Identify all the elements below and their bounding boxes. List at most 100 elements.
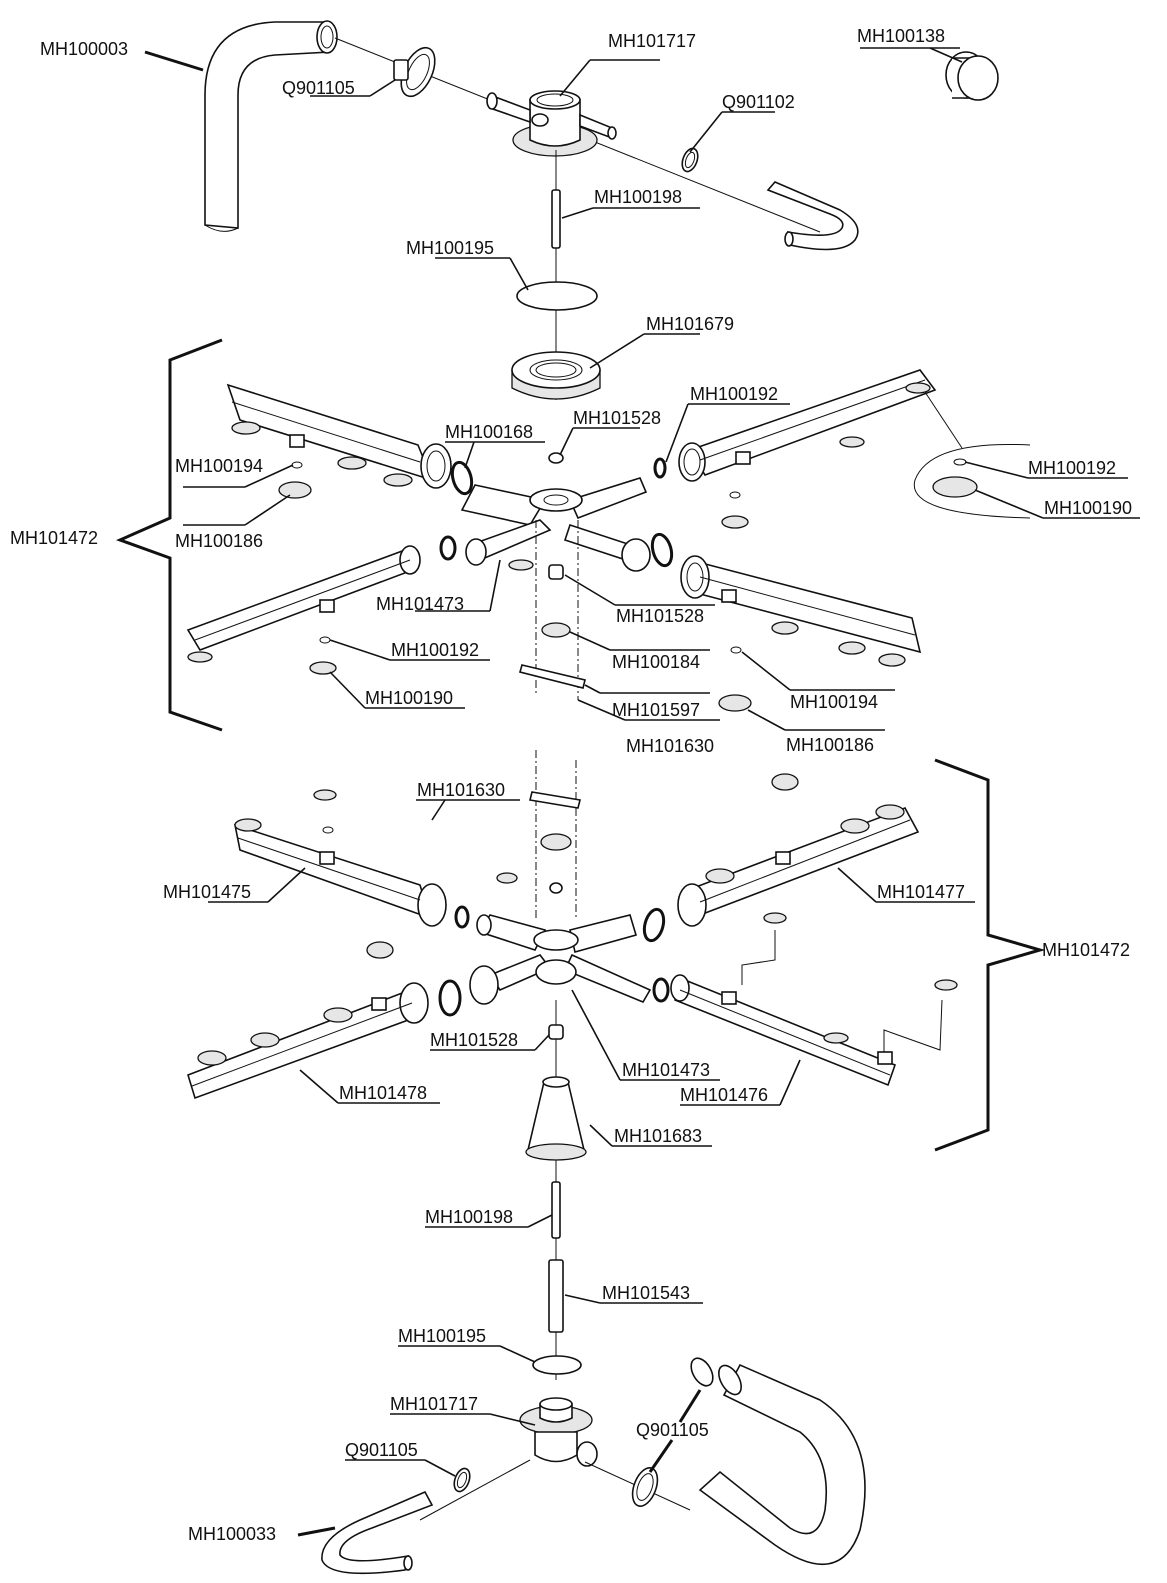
oring-lower-4 xyxy=(652,977,670,1003)
axis-line-bottom-left xyxy=(419,1459,531,1521)
label-mh100190-b: MH100190 xyxy=(365,688,453,708)
label-mh100198-bottom: MH100198 xyxy=(425,1207,513,1227)
end-cap-mh100138 xyxy=(945,51,999,101)
oring-lower-2 xyxy=(642,907,666,943)
arm-lower-right xyxy=(680,555,922,667)
label-mh101679: MH101679 xyxy=(646,314,734,334)
gasket-mh100195-top xyxy=(516,281,598,311)
label-mh100033: MH100033 xyxy=(188,1524,276,1544)
hub-upper xyxy=(460,477,651,572)
label-mh100138: MH100138 xyxy=(857,26,945,46)
arm-upper-left xyxy=(226,383,452,489)
arm-mh101476 xyxy=(670,974,897,1087)
hose-mh100033 xyxy=(321,1490,434,1575)
nozzle-upper-c xyxy=(508,559,534,571)
label-mh100195-top: MH100195 xyxy=(406,238,494,258)
leader-lower-f2 xyxy=(883,999,943,1052)
nozzle-lower-c xyxy=(496,872,518,884)
shaft-mh100198-top xyxy=(551,189,561,249)
inset-detail xyxy=(913,391,1031,519)
label-mh100168: MH100168 xyxy=(445,422,533,442)
label-q901105-mid: Q901105 xyxy=(636,1420,709,1440)
bushing-upper xyxy=(548,564,564,580)
arm-upper-right xyxy=(678,369,937,482)
label-mh100190-a: MH100190 xyxy=(1044,498,1132,518)
label-q901105-top: Q901105 xyxy=(282,78,355,98)
label-mh100192-a: MH100192 xyxy=(690,384,778,404)
label-mh100192-c: MH100192 xyxy=(391,640,479,660)
washer-lower xyxy=(549,882,563,894)
nozzle-upper-e xyxy=(718,694,752,712)
label-mh100003: MH100003 xyxy=(40,39,128,59)
tube-mh101543 xyxy=(548,1259,564,1333)
washer-top xyxy=(548,452,564,464)
label-mh100198-top: MH100198 xyxy=(594,187,682,207)
label-mh101473-b: MH101473 xyxy=(622,1060,710,1080)
label-mh100192-b: MH100192 xyxy=(1028,458,1116,478)
label-mh101528-b: MH101528 xyxy=(616,606,704,626)
clamp-q901105-mid xyxy=(631,1357,714,1507)
label-q901105-bottom: Q901105 xyxy=(345,1440,418,1460)
distribution-head-top xyxy=(486,90,617,157)
oring-small-1 xyxy=(291,461,303,469)
label-mh101473-a: MH101473 xyxy=(376,594,464,614)
nozzle-upper-d xyxy=(309,661,337,675)
nozzle-upper-a xyxy=(278,481,312,499)
hose-mh100003 xyxy=(204,20,338,232)
clamp-q901102 xyxy=(681,147,699,173)
arm-mh101477 xyxy=(677,804,920,927)
base-mh101683 xyxy=(525,1076,587,1161)
label-mh101472-a: MH101472 xyxy=(10,528,98,548)
hub-lower xyxy=(469,914,652,1005)
clamp-q901105-top xyxy=(393,46,436,98)
oring-small-3 xyxy=(319,636,331,644)
label-mh101528-c: MH101528 xyxy=(430,1030,518,1050)
label-mh101717-bottom: MH101717 xyxy=(390,1394,478,1414)
oring-upper-3 xyxy=(439,535,457,561)
label-mh101528-a: MH101528 xyxy=(573,408,661,428)
nozzle-lower-e xyxy=(763,912,787,924)
label-mh100194-b: MH100194 xyxy=(790,692,878,712)
nut-mh101679 xyxy=(511,351,601,400)
oring-upper-2 xyxy=(653,457,667,479)
oring-upper-1 xyxy=(450,460,474,496)
bushing-lower xyxy=(548,1024,564,1040)
shaft-mh100198-bottom xyxy=(551,1181,561,1239)
leader-lower-f1 xyxy=(741,930,776,985)
small-hose-right xyxy=(766,181,859,251)
label-mh100184: MH100184 xyxy=(612,652,700,672)
nozzle-lower-a xyxy=(313,789,337,801)
oring-small-4 xyxy=(730,646,742,654)
bracket-upper-left xyxy=(115,338,223,732)
oring-lower-1 xyxy=(454,905,470,929)
nozzle-upper-b xyxy=(721,515,749,529)
clamp-q901105-bottom xyxy=(453,1467,471,1493)
gear-upper xyxy=(541,622,571,638)
label-mh100186-a: MH100186 xyxy=(175,531,263,551)
oring-lower-s1 xyxy=(322,826,334,834)
nozzle-lower-b xyxy=(771,773,799,791)
label-q901102: Q901102 xyxy=(722,92,795,112)
label-mh101630-b: MH101630 xyxy=(417,780,505,800)
label-mh101597: MH101597 xyxy=(612,700,700,720)
label-mh100194-a: MH100194 xyxy=(175,456,263,476)
gear-lower xyxy=(540,833,572,851)
gasket-mh100195-bottom xyxy=(532,1355,582,1375)
label-mh101475: MH101475 xyxy=(163,882,251,902)
nozzle-lower-d xyxy=(366,941,394,959)
plate-upper xyxy=(519,664,586,689)
oring-upper-4 xyxy=(650,532,674,568)
distribution-head-bottom xyxy=(519,1397,598,1467)
arm-lower-left xyxy=(186,545,421,663)
oring-small-2 xyxy=(729,491,741,499)
plate-lower xyxy=(529,791,581,809)
label-mh101683: MH101683 xyxy=(614,1126,702,1146)
label-mh101478: MH101478 xyxy=(339,1083,427,1103)
label-mh101477: MH101477 xyxy=(877,882,965,902)
hose-big-right xyxy=(698,1363,866,1566)
arm-mh101475 xyxy=(233,818,447,927)
label-mh101630-a: MH101630 xyxy=(626,736,714,756)
label-mh101472-b: MH101472 xyxy=(1042,940,1130,960)
